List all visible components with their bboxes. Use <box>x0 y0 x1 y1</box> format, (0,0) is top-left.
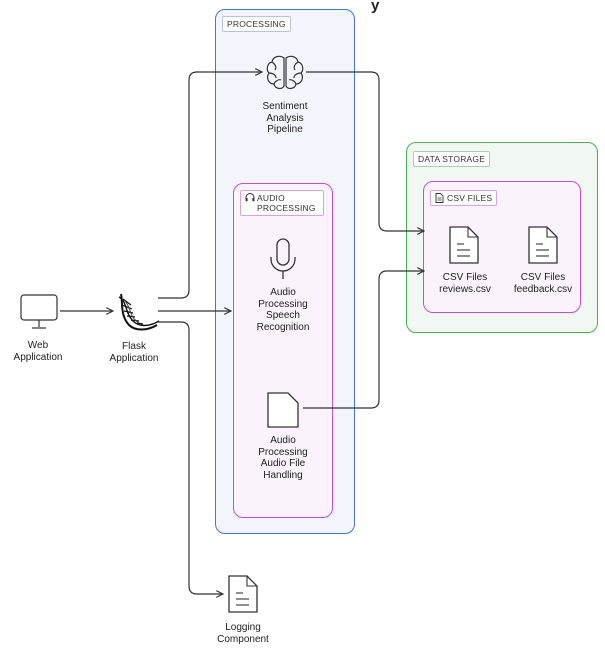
sentiment-pipeline-label: Sentiment Analysis Pipeline <box>262 101 308 135</box>
microphone-icon <box>270 238 296 279</box>
edge-sentiment-to-csv <box>306 71 424 231</box>
logging-component-label: Logging Component <box>217 622 269 645</box>
csv-files-group-label: CSV FILES <box>430 190 498 206</box>
document-icon <box>449 226 479 264</box>
audio-processing-group-label: AUDIO PROCESSING <box>240 190 324 216</box>
processing-group-label: PROCESSING <box>222 16 291 32</box>
flask-logo-icon <box>118 293 160 331</box>
edge-flask-to-logging <box>158 321 223 594</box>
document-icon <box>228 575 258 613</box>
monitor-icon <box>20 294 58 329</box>
brain-icon <box>266 55 304 90</box>
headphones-icon <box>245 193 255 202</box>
file-icon <box>267 392 299 428</box>
document-icon <box>528 226 558 264</box>
data-storage-group-label: DATA STORAGE <box>413 151 491 167</box>
edge-flask-to-sentiment <box>158 72 262 299</box>
web-application-label: Web Application <box>13 340 63 363</box>
file-icon <box>435 193 444 203</box>
csv-reviews-label: CSV Files reviews.csv <box>439 272 491 295</box>
audio-file-handling-label: Audio Processing Audio File Handling <box>258 435 308 481</box>
flask-application-label: Flask Application <box>109 341 159 364</box>
speech-recognition-label: Audio Processing Speech Recognition <box>256 287 310 333</box>
edge-audiofile-to-csv <box>303 271 424 409</box>
diagram-title: y <box>371 0 380 14</box>
csv-files-group: CSV FILES <box>423 181 581 313</box>
csv-feedback-label: CSV Files feedback.csv <box>513 272 573 295</box>
